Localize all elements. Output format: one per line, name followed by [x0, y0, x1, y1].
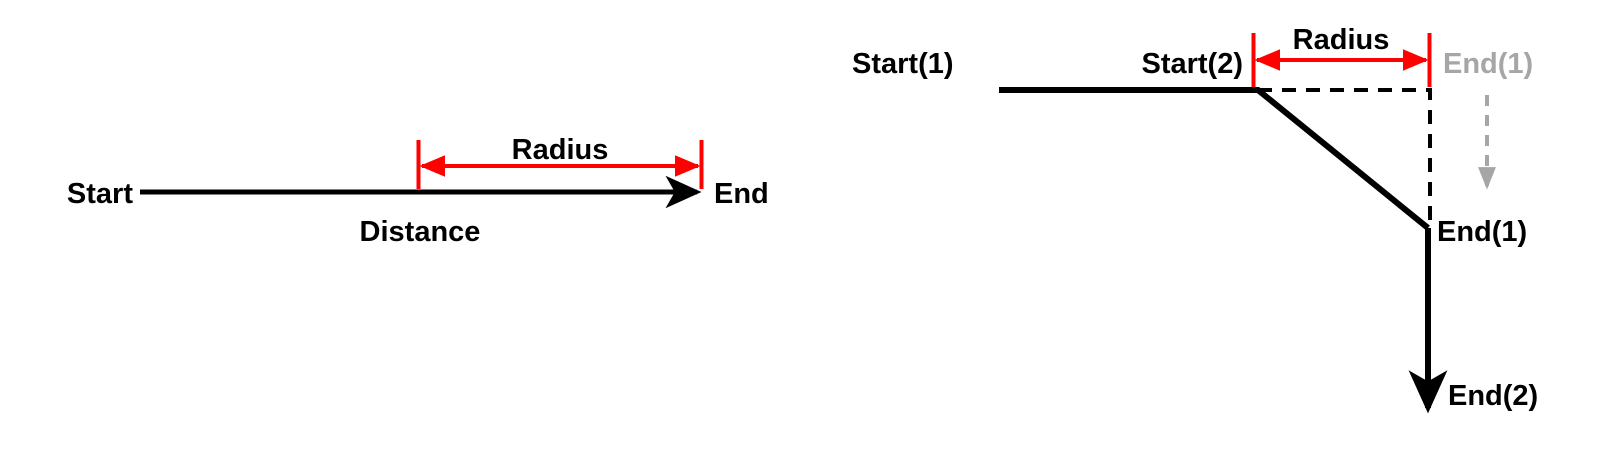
start1-label: Start(1): [852, 48, 954, 80]
start-label: Start: [67, 178, 133, 210]
end1-label: End(1): [1437, 216, 1527, 248]
end1-ghost-label: End(1): [1443, 48, 1533, 80]
radius-label-left: Radius: [512, 134, 609, 166]
distance-label: Distance: [360, 216, 481, 248]
radius-dimension-right: [1251, 33, 1432, 87]
end-label: End: [714, 178, 769, 210]
radius-dimension-left: [416, 140, 704, 189]
original-corner-path: [1258, 88, 1432, 228]
panel-single-segment: Start End Distance Radius: [67, 134, 769, 248]
end2-label: End(2): [1448, 380, 1538, 412]
start2-label: Start(2): [1141, 48, 1243, 80]
panel-two-segment-fillet: Radius Start(1) Start(2) End(1) End(1) E…: [852, 24, 1538, 414]
filleted-path: [999, 87, 1430, 231]
radius-label-right: Radius: [1293, 24, 1390, 56]
